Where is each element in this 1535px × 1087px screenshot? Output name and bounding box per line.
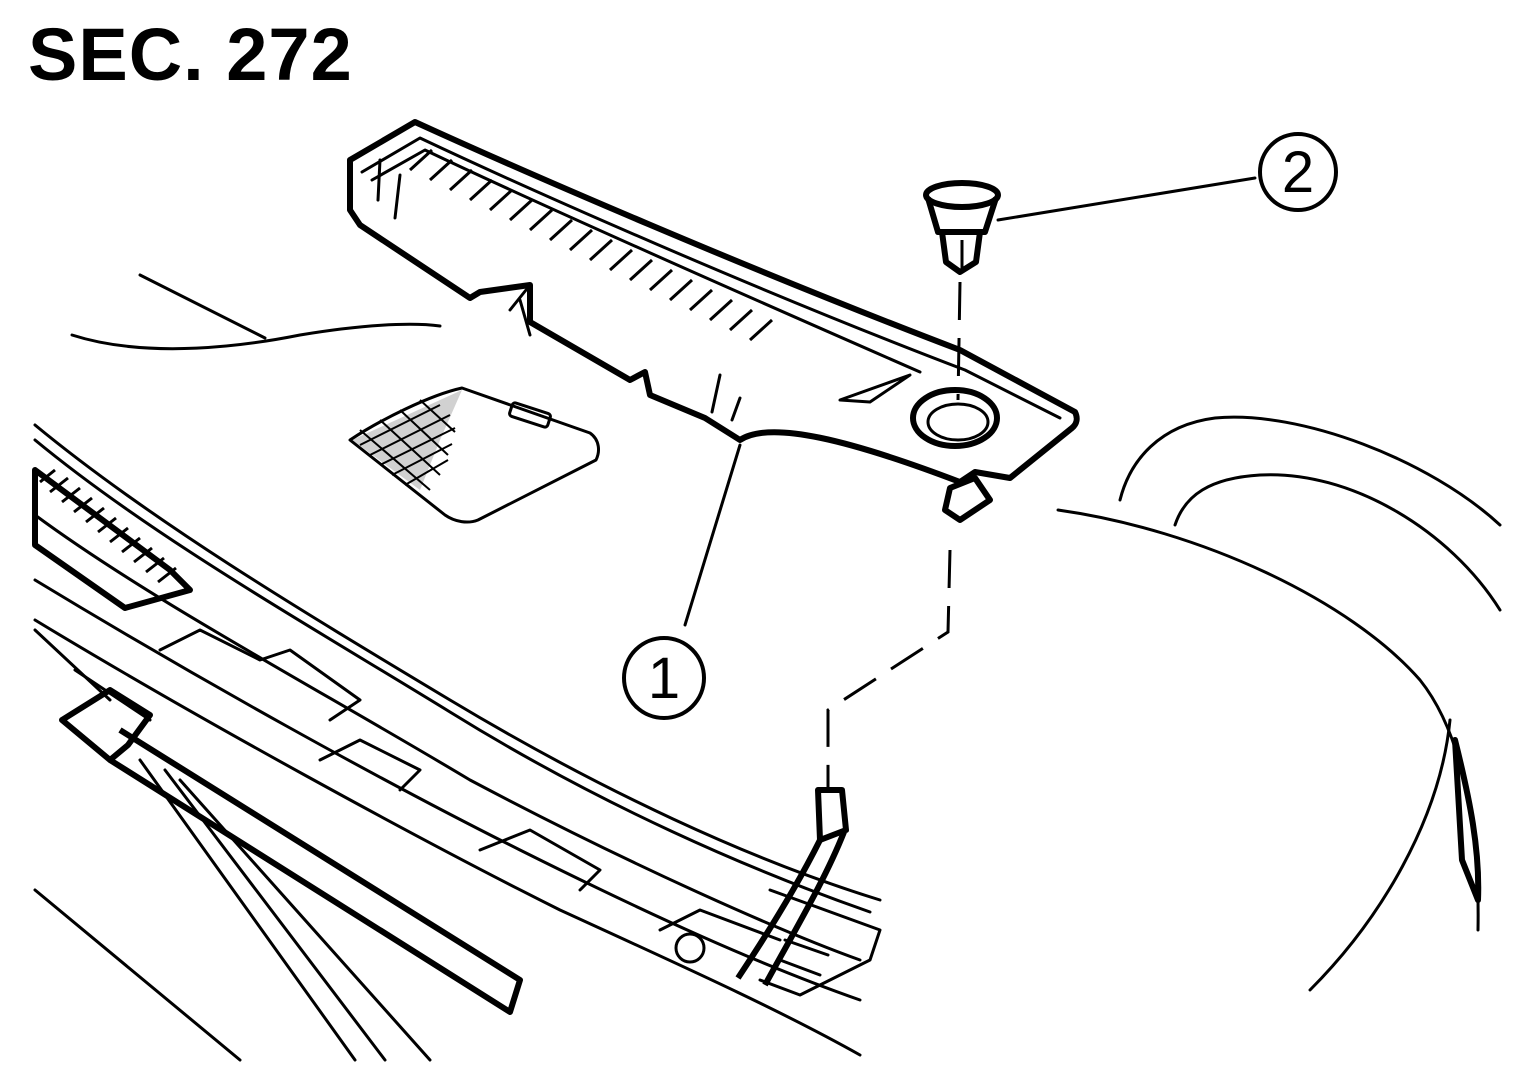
fender-area: [1056, 415, 1502, 992]
section-number: SEC. 272: [28, 13, 353, 96]
assembly-lines: [826, 281, 962, 790]
callout-1: 1: [622, 636, 706, 720]
callout-2-number: 2: [1282, 140, 1314, 205]
callout-1-number: 1: [648, 646, 680, 711]
cowl-top-extension: [347, 119, 1080, 523]
callout-2: 2: [1258, 132, 1338, 212]
nozzle-grille: [348, 386, 600, 524]
leader-lines: [683, 176, 1257, 627]
wiper-blade: [33, 628, 523, 1062]
hood-outline: [70, 273, 442, 351]
clip: [923, 180, 1001, 275]
cowl-body: [32, 423, 882, 1057]
